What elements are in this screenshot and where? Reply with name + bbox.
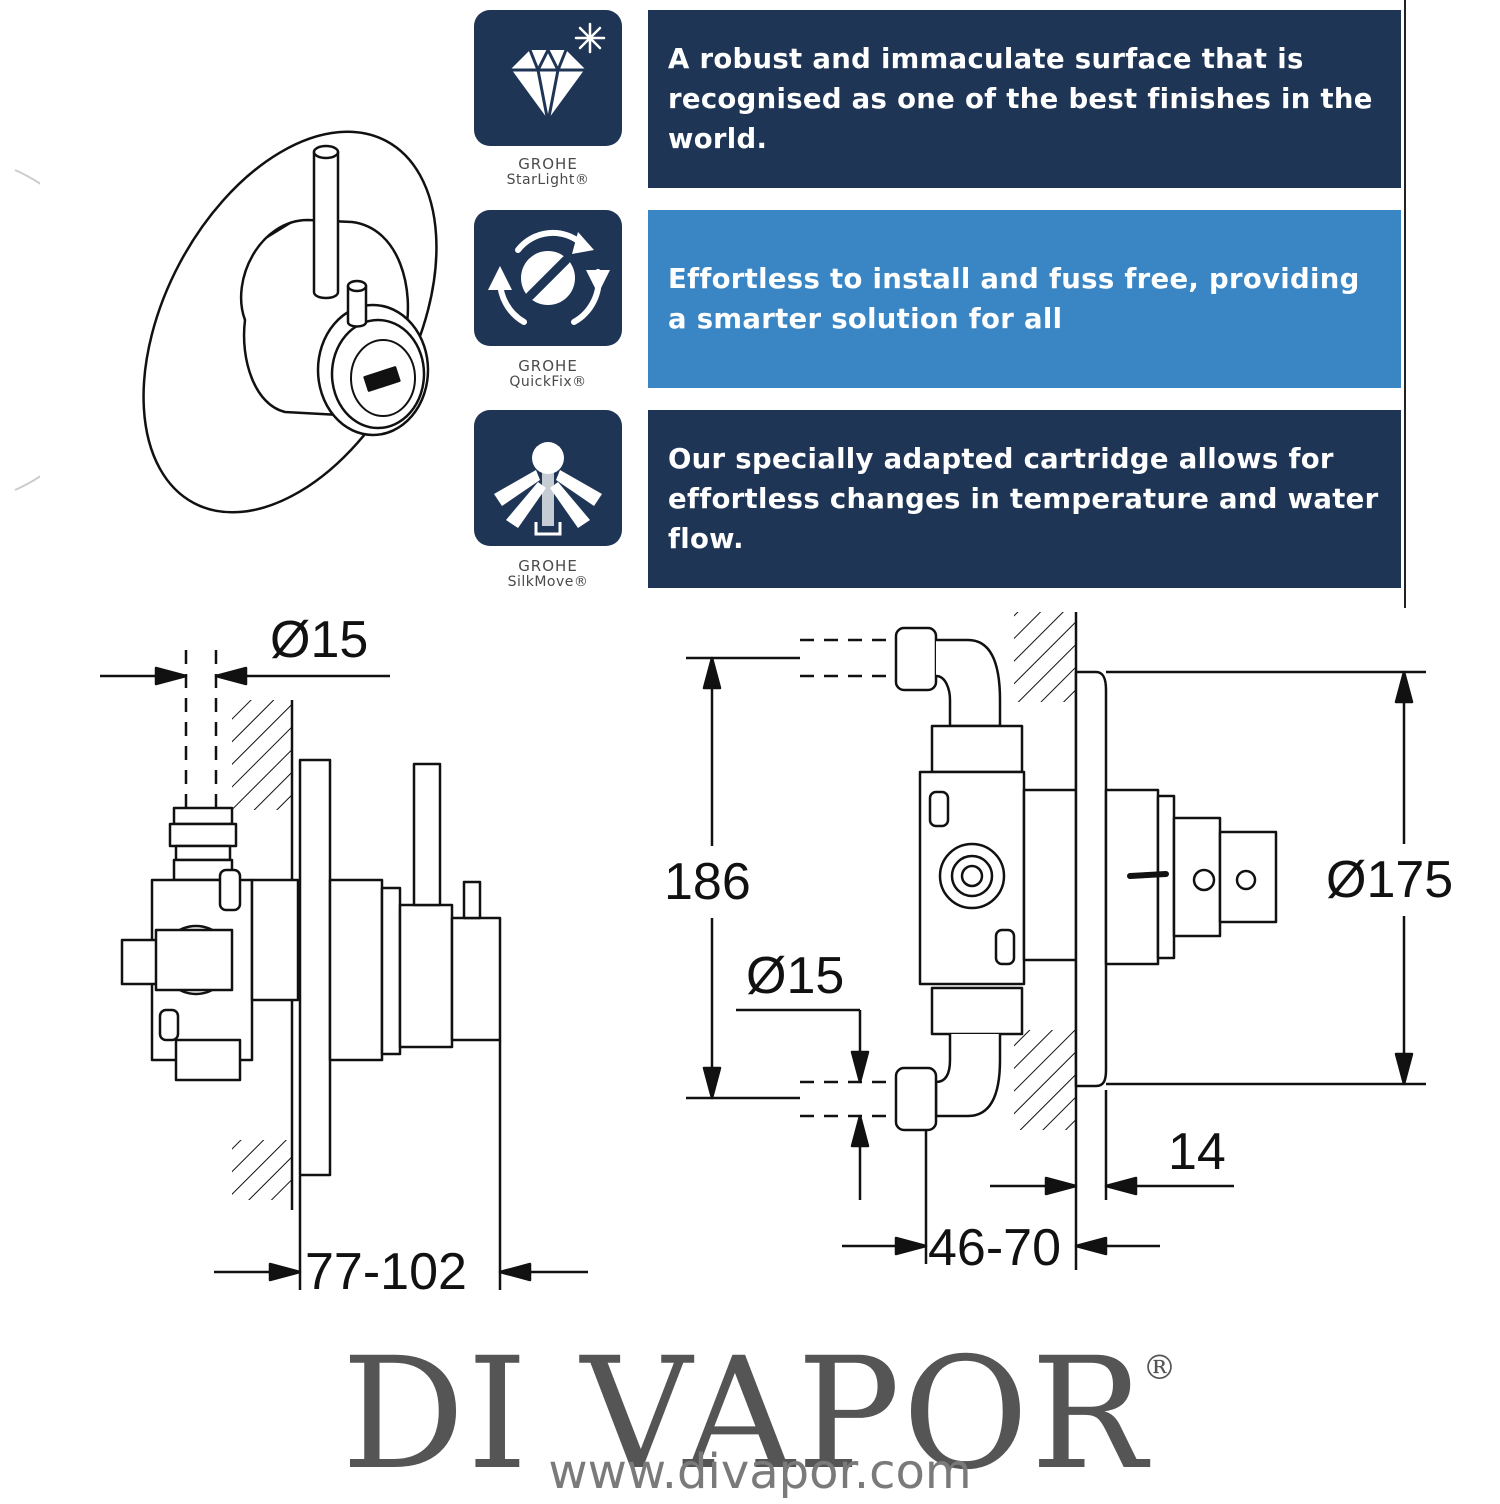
front-view-drawing [686,612,1426,1270]
feature-text: Effortless to install and fuss free, pro… [668,263,1360,335]
edge-circle-fragment [14,169,40,491]
diamond-icon [508,22,606,125]
dim-side-pipe: Ø15 [270,611,369,669]
feature-text: Our specially adapted cartridge allows f… [668,443,1379,555]
quickfix-brand: GROHE QuickFix® [474,358,622,390]
quickfix-tile [474,210,622,346]
dim-side-depth: 77-102 [305,1243,467,1301]
dim-pipe: Ø15 [746,947,845,1005]
registered-mark: ® [1142,1348,1179,1388]
dim-plate-diameter: Ø175 [1326,851,1454,909]
panel-edge-line [1404,0,1406,608]
silkmove-description: Our specially adapted cartridge allows f… [648,410,1401,588]
website-url[interactable]: www.divapor.com [548,1444,972,1500]
dim-height: 186 [664,853,751,911]
brand-line1: GROHE [518,557,578,575]
silkmove-tile [474,410,622,546]
starlight-brand: GROHE StarLight® [474,156,622,188]
starlight-tile [474,10,622,146]
brand-line2: QuickFix® [509,374,587,390]
dim-body-depth: 46-70 [928,1219,1061,1277]
divapor-logo: DI VAPOR® [0,1288,1500,1495]
quickfix-rotate-icon [488,229,610,325]
starlight-description: A robust and immaculate surface that is … [648,10,1401,188]
brand-line1: GROHE [518,357,578,375]
quickfix-description: Effortless to install and fuss free, pro… [648,210,1401,388]
silkmove-brand: GROHE SilkMove® [474,558,622,590]
feature-text: A robust and immaculate surface that is … [668,43,1373,155]
brand-line1: GROHE [518,155,578,173]
lever-motion-icon [494,442,602,536]
logo-name: DI VAPOR [341,1325,1149,1504]
brand-line2: StarLight® [506,172,590,188]
mixer-valve-illustration [142,130,438,514]
side-view-drawing [100,650,588,1290]
brand-line2: SilkMove® [507,574,589,590]
dim-plate-thickness: 14 [1168,1123,1226,1181]
